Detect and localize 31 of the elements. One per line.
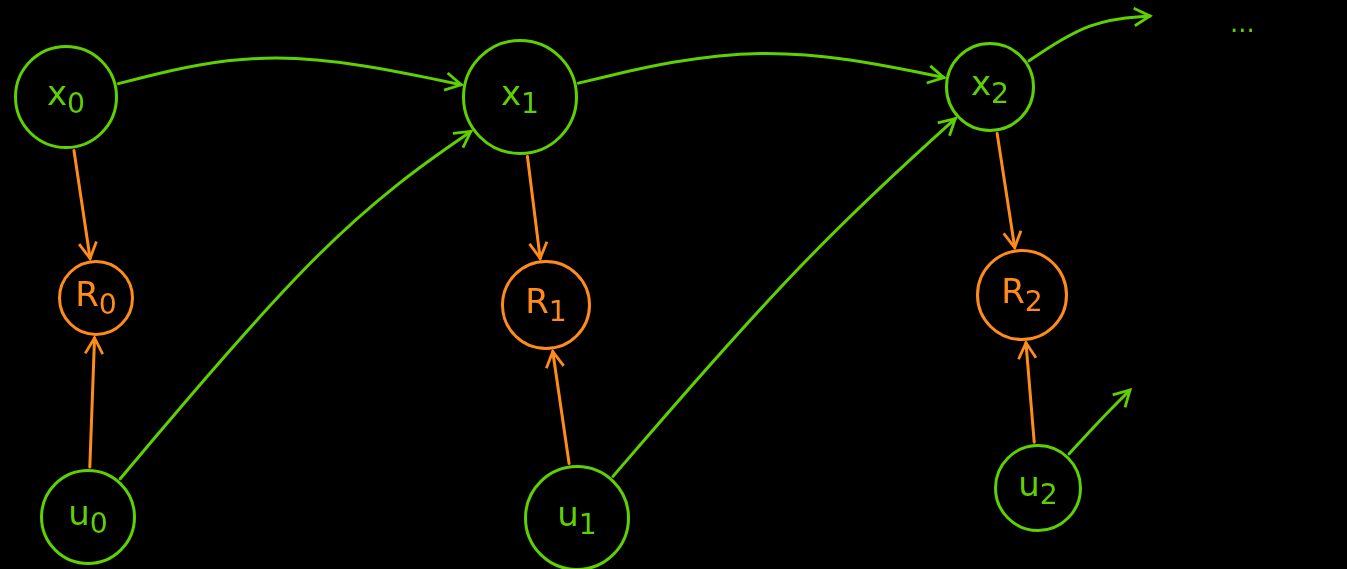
arrow (576, 51, 946, 85)
state-circle (462, 39, 578, 155)
node-label: x$_{2}$ (970, 65, 1010, 109)
arrow (545, 350, 571, 466)
arrow (611, 117, 957, 478)
state-circle (945, 42, 1035, 132)
arrow (995, 131, 1023, 250)
node-label: x$_{0}$ (46, 75, 86, 119)
arrow (525, 155, 549, 260)
node-label: R$_{1}$ (525, 283, 567, 327)
action-circle (994, 444, 1082, 532)
reward-circle (58, 260, 134, 336)
arrow (118, 129, 473, 481)
arrow (83, 336, 105, 469)
node-label: u$_{2}$ (1018, 466, 1058, 510)
arrow (72, 148, 98, 260)
node-label: u$_{0}$ (68, 495, 108, 539)
arrow (1017, 341, 1038, 444)
action-circle (524, 465, 630, 569)
node-label: x$_{1}$ (500, 75, 540, 119)
reward-circle (976, 249, 1068, 341)
node-label: R$_{0}$ (75, 276, 117, 320)
arrow (1067, 388, 1132, 456)
state-circle (14, 45, 118, 149)
reward-circle (501, 260, 591, 350)
node-label: u$_{1}$ (557, 496, 597, 540)
continuation-dots: ... (1230, 8, 1255, 38)
action-circle (40, 469, 136, 565)
arrow (1027, 6, 1152, 63)
node-label: R$_{2}$ (1001, 273, 1043, 317)
arrow (116, 56, 463, 92)
